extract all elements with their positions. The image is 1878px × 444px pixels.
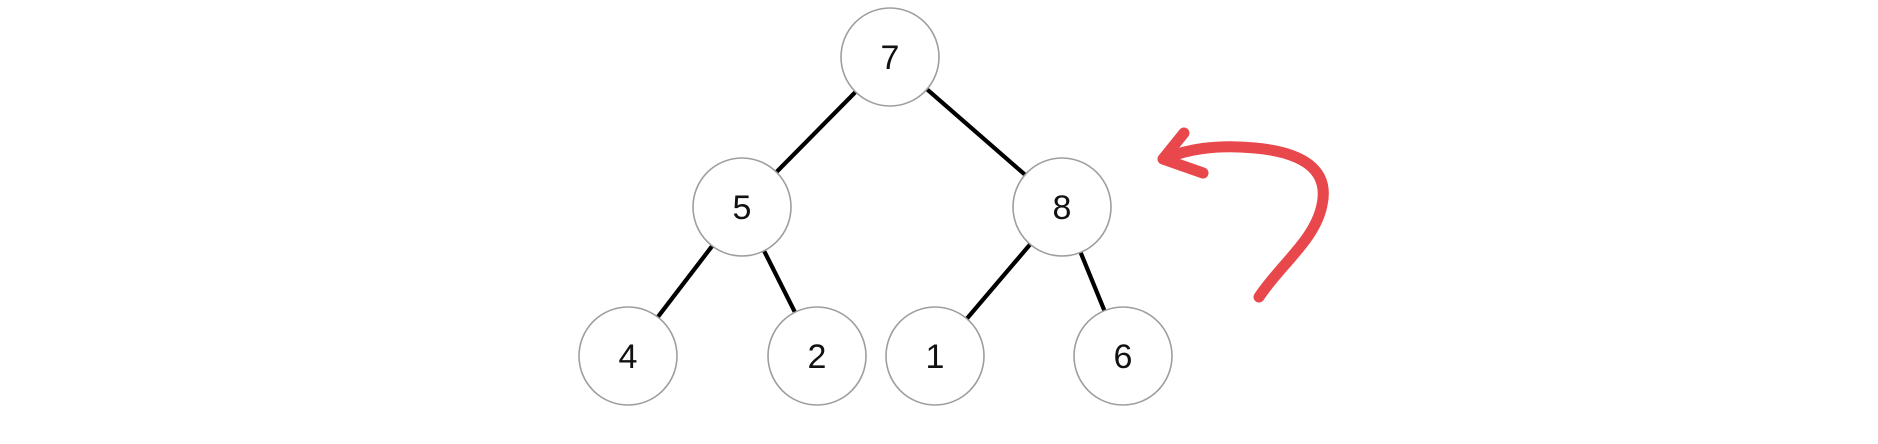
node-label-8: 8 (1053, 189, 1072, 227)
tree-edges-group (655, 87, 1107, 321)
tree-node-4[interactable]: 4 (578, 306, 678, 406)
node-circle-1[interactable] (885, 306, 985, 406)
tree-node-8[interactable]: 8 (1012, 157, 1112, 257)
node-circle-2[interactable] (767, 306, 867, 406)
tree-node-5[interactable]: 5 (692, 157, 792, 257)
node-label-1: 1 (926, 338, 945, 376)
node-label-2: 2 (808, 338, 827, 376)
node-label-5: 5 (733, 189, 752, 227)
tree-node-7[interactable]: 7 (840, 7, 940, 107)
node-circle-8[interactable] (1012, 157, 1112, 257)
annotation-group (1157, 127, 1329, 303)
node-circle-4[interactable] (578, 306, 678, 406)
node-label-4: 4 (619, 338, 638, 376)
node-label-7: 7 (881, 39, 900, 77)
tree-edge-7-8 (925, 87, 1027, 177)
tree-edge-8-1 (965, 242, 1032, 321)
curved-arrow-head (1157, 127, 1209, 179)
node-circle-5[interactable] (692, 157, 792, 257)
tree-node-6[interactable]: 6 (1073, 306, 1173, 406)
tree-edge-8-6 (1078, 250, 1107, 313)
node-label-6: 6 (1114, 338, 1133, 376)
tree-nodes-group: 7 5 8 4 2 1 6 (578, 7, 1173, 406)
tree-node-1[interactable]: 1 (885, 306, 985, 406)
curved-arrow-shaft (1161, 141, 1329, 303)
node-circle-6[interactable] (1073, 306, 1173, 406)
node-circle-7[interactable] (840, 7, 940, 107)
tree-edge-5-2 (762, 249, 797, 314)
tree-node-2[interactable]: 2 (767, 306, 867, 406)
tree-edge-5-4 (655, 244, 715, 319)
tree-edge-7-5 (774, 90, 858, 174)
